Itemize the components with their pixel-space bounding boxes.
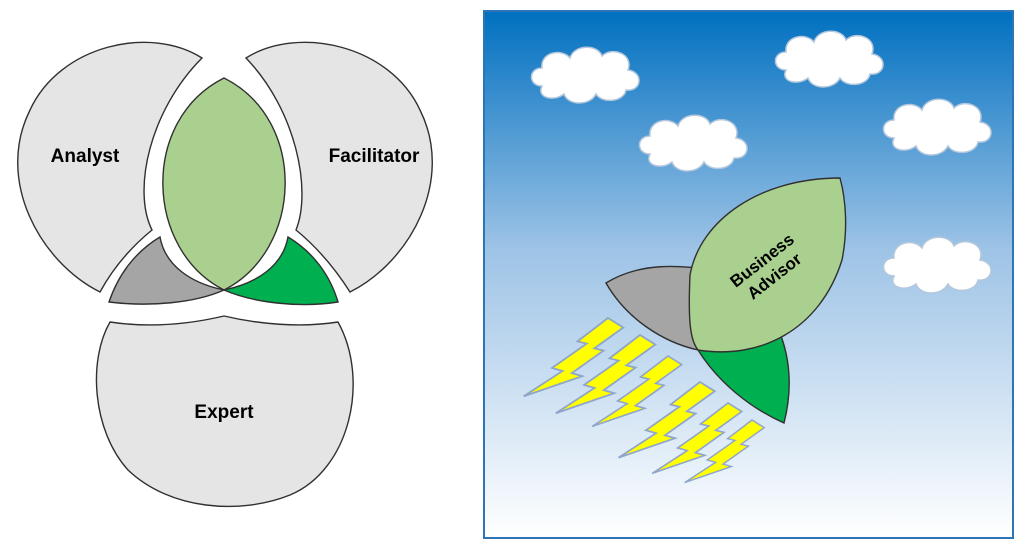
facilitator-circle <box>244 41 433 293</box>
rocket-body <box>688 177 847 353</box>
cloud-icon <box>638 114 748 172</box>
cloud-icon <box>774 30 884 88</box>
expert-circle <box>95 315 354 508</box>
center-lens <box>162 77 286 291</box>
analyst-expert-petal <box>108 235 227 305</box>
facilitator-expert-petal <box>221 235 339 306</box>
rocket-scene: Business Advisor <box>483 10 1014 539</box>
cloud-icon <box>882 236 992 294</box>
analyst-circle <box>17 41 204 293</box>
cloud-icon <box>882 98 992 156</box>
cloud-icon <box>530 46 640 104</box>
analyst-label: Analyst <box>51 146 120 167</box>
facilitator-label: Facilitator <box>329 146 420 167</box>
expert-label: Expert <box>194 402 254 423</box>
venn-diagram: Analyst Facilitator Expert <box>17 41 433 508</box>
